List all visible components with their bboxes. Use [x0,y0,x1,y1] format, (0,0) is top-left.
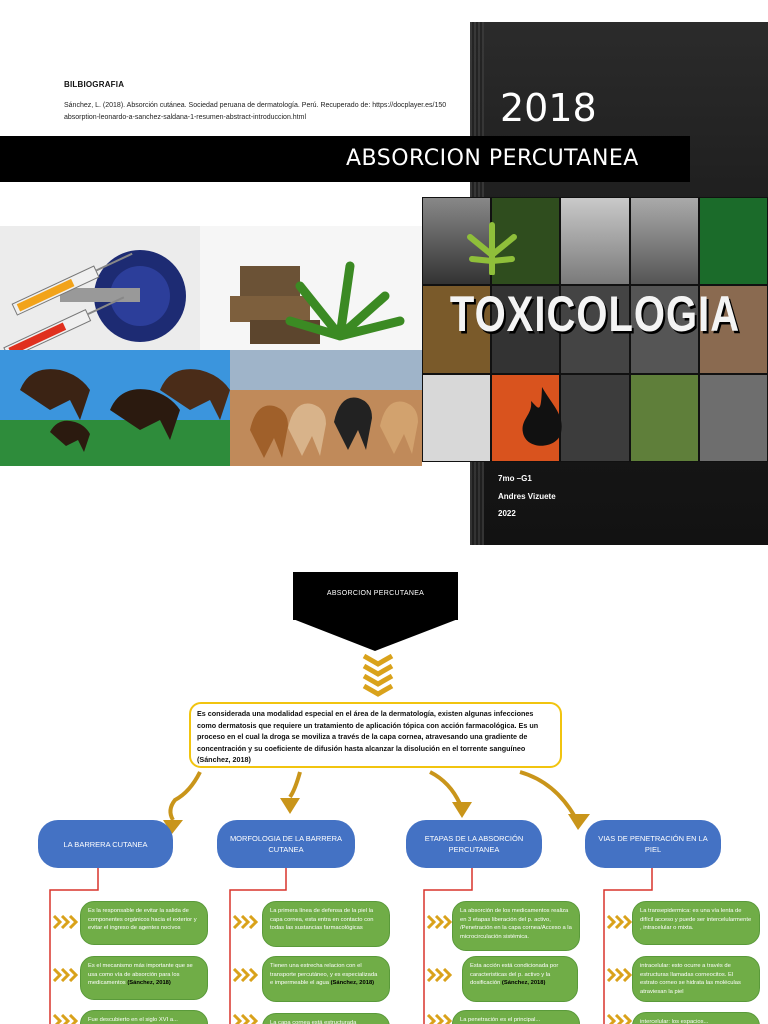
note-barrera-2-text: Es el mecanismo más importante que se us… [88,963,193,987]
chevron-right-icon [606,968,632,982]
note-etapas-1: La absorción de los medicamentos realiza… [452,901,580,951]
concept-map-page: ABSORCION PERCUTANEA Es considerada una … [0,552,768,1024]
bibliography-entry: Sánchez, L. (2018). Absorción cutánea. S… [64,102,447,121]
note-etapas-2: Esta acción está condicionada por caract… [462,956,578,1002]
chevron-right-icon [426,968,452,982]
chevron-right-icon [426,1014,452,1024]
horse-racing-image [0,350,230,466]
cover-year: 2018 [500,86,597,130]
note-etapas-2-text: Esta acción está condicionada por caract… [470,963,559,987]
chevron-right-icon [606,1014,632,1024]
concept-header-label: ABSORCION PERCUTANEA [326,590,425,597]
note-morfologia-3: La capa cornea está estructurada [262,1013,390,1024]
doping-syringe-image [0,226,200,350]
cannabis-resin-image [200,226,422,350]
cover-page: BILBIOGRAFIA Sánchez, L. (2018). Absorci… [0,22,768,545]
note-morfologia-2: Tienen una estrecha relacion con el tran… [262,956,390,1002]
note-vias-3: intercelular: los espacios... [632,1012,760,1024]
chevron-down-icon [362,653,394,697]
chevron-right-icon [426,915,452,929]
cannabis-leaf-icon [467,222,517,275]
cover-date: 2022 [498,509,516,518]
category-morfologia: MORFOLOGIA DE LA BARRERA CUTANEA [217,820,355,868]
chevron-right-icon [232,968,258,982]
chevron-right-icon [606,915,632,929]
toxicologia-collage-image: TOXICOLOGIA [422,197,768,462]
flame-icon [522,387,562,446]
bibliography-heading: BILBIOGRAFIA [64,80,125,89]
concept-header-arrow [293,619,458,651]
note-barrera-2-citation: (Sánchez, 2018) [127,980,171,987]
toxicologia-banner: TOXICOLOGIA [449,287,741,343]
note-barrera-3: Fue descubierto en el siglo XVI a... [80,1010,208,1024]
note-etapas-2-citation: (Sánchez, 2018) [501,980,546,987]
chevron-right-icon [52,915,78,929]
chevron-right-icon [232,1014,258,1024]
category-barrera-cutanea: LA BARRERA CUTANEA [38,820,173,868]
course-group: 7mo –G1 [498,474,532,483]
note-morfologia-2-citation: (Sánchez, 2018) [330,980,375,987]
chevron-right-icon [232,915,258,929]
concept-header-box [293,572,458,620]
category-etapas: ETAPAS DE LA ABSORCIÓN PERCUTANEA [406,820,542,868]
note-barrera-2: Es el mecanismo más importante que se us… [80,956,208,1000]
title-bar [0,136,690,182]
cover-title: ABSORCION PERCUTANEA [346,146,639,171]
author-name: Andres Vizuete [498,492,556,501]
note-vias-2: intracelular: esto ocurre a través de es… [632,956,760,1002]
greyhound-racing-image [230,350,422,466]
note-morfologia-2-text: Tienen una estrecha relacion con el tran… [270,963,378,987]
chevron-right-icon [52,1014,78,1024]
chevron-right-icon [52,968,78,982]
note-morfologia-1: La primera línea de defensa de la piel l… [262,901,390,947]
intro-definition-box: Es considerada una modalidad especial en… [189,702,562,768]
note-vias-1: La transepidermica: es una vía lenta de … [632,901,760,945]
note-barrera-1: Es la responsable de evitar la salida de… [80,901,208,945]
category-vias: VIAS DE PENETRACIÓN EN LA PIEL [585,820,721,868]
note-etapas-3: La penetración es el principal... [452,1010,580,1024]
